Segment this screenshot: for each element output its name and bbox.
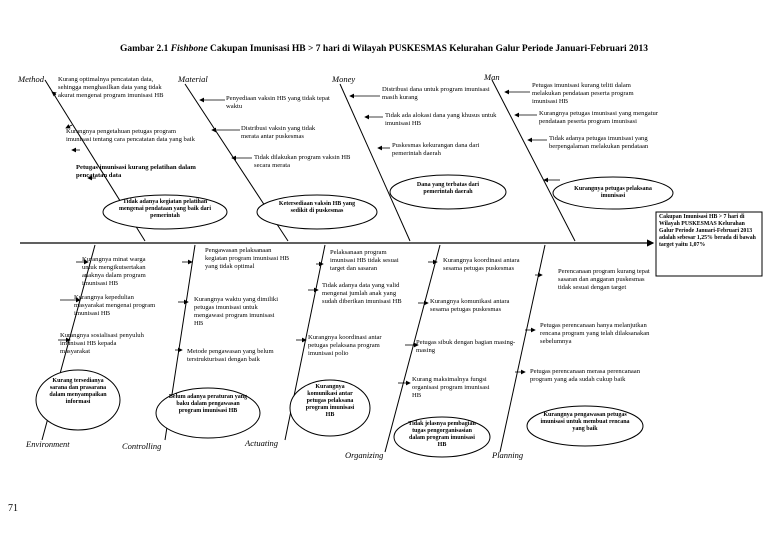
root-cause-man: Kurangnya petugas pelaksana imunisasi bbox=[574, 186, 652, 199]
cause-method-1: Kurang optimalnya pencatatan data, sehin… bbox=[58, 76, 164, 99]
cause-man-2: Kurangnya petugas imunisasi yang mengatu… bbox=[539, 110, 659, 125]
cause-man-3: Tidak adanya petugas imunisasi yang berp… bbox=[549, 135, 649, 150]
cause-organizing-2: Kurangnya komunikasi antara sesama petug… bbox=[430, 298, 510, 313]
bone-organizing bbox=[384, 244, 441, 453]
oval-organizing bbox=[393, 416, 491, 458]
oval-actuating bbox=[289, 379, 371, 437]
cause-environment-2: Kurangnya kepedulian masyarakat mengenai… bbox=[74, 294, 156, 317]
head-box-border bbox=[655, 211, 763, 277]
cause-man-1: Petugas imunisasi kurang teliti dalam me… bbox=[532, 82, 634, 105]
cause-planning-3: Petugas perencanaan merasa perencanaan p… bbox=[530, 368, 641, 383]
cause-money-1: Distribusi dana untuk program imunisasi … bbox=[382, 86, 490, 101]
cause-actuating-2: Tidak adanya data yang valid mengenai ju… bbox=[322, 282, 402, 305]
cause-planning-2: Petugas perencanaan hanya melanjutkan re… bbox=[540, 322, 650, 345]
cause-material-2: Distribusi vaksin yang tidak merata anta… bbox=[241, 125, 316, 140]
category-man: Man bbox=[484, 72, 500, 82]
cause-money-2: Tidak ada alokasi dana yang khusus untuk… bbox=[385, 112, 497, 127]
root-cause-controlling: Belum adanya peraturan yang baku dalam p… bbox=[168, 394, 248, 414]
figure-title: Gambar 2.1 Fishbone Cakupan Imunisasi HB… bbox=[119, 44, 649, 54]
cause-method-3: Petugas imunisasi kurang pelatihan dalam… bbox=[76, 164, 196, 179]
category-method: Method bbox=[18, 74, 44, 84]
oval-money bbox=[389, 174, 507, 210]
cause-controlling-1: Pengawasan pelaksanaan kegiatan program … bbox=[205, 247, 290, 270]
cause-money-3: Puskesmas kekurangan dana dari pemerinta… bbox=[392, 142, 480, 157]
root-cause-environment: Kurang tersedianya sarana dan prasarana … bbox=[49, 378, 107, 405]
cause-material-3: Tidak dilakukan program vaksin HB secara… bbox=[254, 154, 351, 169]
root-cause-planning: Kurangnya pengawasan petugas imunisasi u… bbox=[540, 412, 630, 432]
oval-man bbox=[552, 176, 674, 210]
oval-planning bbox=[526, 405, 644, 447]
oval-environment bbox=[35, 369, 121, 431]
root-cause-organizing: Tidak jelasnya pembagian tugas pengorgan… bbox=[408, 421, 476, 448]
root-cause-actuating: Kurangnya komunikasi antar petugas pelak… bbox=[305, 384, 355, 418]
root-cause-money: Dana yang terbatas dari pemerintah daera… bbox=[416, 182, 480, 195]
bone-man bbox=[491, 79, 576, 242]
cause-actuating-1: Pelaksanaan program imunisasi HB tidak s… bbox=[330, 249, 399, 272]
page-number: 71 bbox=[8, 503, 18, 514]
head-box: Cakupan Imunisasi HB > 7 hari di Wilayah… bbox=[659, 214, 756, 248]
cause-controlling-2: Kurangnya waktu yang dimiliki petugas im… bbox=[194, 296, 279, 327]
category-organizing: Organizing bbox=[345, 450, 384, 460]
category-controlling: Controlling bbox=[122, 441, 162, 451]
cause-planning-1: Perencanaan program kurang tepat sasaran… bbox=[558, 268, 650, 291]
oval-material bbox=[256, 194, 378, 230]
category-planning: Planning bbox=[492, 450, 524, 460]
oval-method bbox=[102, 194, 228, 230]
category-actuating: Actuating bbox=[245, 438, 279, 448]
category-material: Material bbox=[178, 74, 208, 84]
cause-controlling-3: Metode pengawasan yang belum terstruktur… bbox=[187, 348, 274, 363]
cause-actuating-3: Kurangnya koordinasi antar petugas pelak… bbox=[308, 334, 382, 357]
cause-organizing-4: Kurang maksimalnya fungsi organisasi pro… bbox=[412, 376, 490, 399]
category-money: Money bbox=[332, 74, 356, 84]
bone-money bbox=[339, 83, 411, 242]
cause-method-2: Kurangnya pengetahuan petugas program im… bbox=[66, 128, 195, 143]
cause-organizing-1: Kurangnya koordinasi antara sesama petug… bbox=[443, 257, 520, 272]
cause-material-1: Penyediaan vaksin HB yang tidak tepat wa… bbox=[226, 95, 330, 110]
cause-organizing-3: Petugas sibuk dengan bagian masing-masin… bbox=[416, 339, 516, 354]
root-cause-method: Tidak adanya kegiatan pelatihan mengenai… bbox=[118, 199, 212, 219]
cause-environment-1: Kurangnya minat warga untuk mengikutsert… bbox=[82, 256, 146, 287]
cause-environment-3: Kurangnya sosialisasi penyuluh imunisasi… bbox=[60, 332, 144, 355]
oval-controlling bbox=[155, 387, 261, 439]
bone-planning bbox=[499, 244, 546, 453]
root-cause-material: Ketersediaan vaksin HB yang sedikit di p… bbox=[278, 201, 356, 214]
category-environment: Environment bbox=[26, 439, 70, 449]
